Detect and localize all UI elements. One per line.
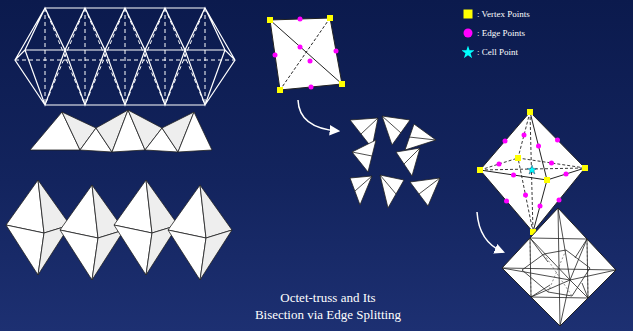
tetrahedra-row [30,110,212,152]
subdivided-octahedron [502,208,616,326]
edge-point [511,173,516,178]
face [114,225,152,275]
face [6,180,44,233]
piece [352,140,376,172]
piece-edge [419,178,440,194]
subdiv-outline [502,208,616,326]
tetra-outline [270,18,342,90]
edge-point [298,17,303,22]
octahedra-row [6,180,232,280]
octa-edges [480,112,585,232]
legend-text: : Cell Point [477,47,518,58]
face [92,230,124,280]
cell-point-swatch [462,46,474,58]
vertex-point-swatch [464,10,473,19]
vertex-points [267,15,345,93]
vertex-points [477,109,588,235]
face [168,185,206,238]
vertex-point [277,87,283,93]
piece-edge [361,118,378,134]
edge-points [497,133,569,209]
cell-point [527,165,537,174]
legend-item: : Edge Points [462,27,525,39]
vertex-point [582,165,588,171]
piece [405,124,436,150]
subdiv-hidden-edges [530,238,588,298]
piece-edge [409,137,436,140]
vertex-point [527,109,533,115]
piece [350,176,372,205]
face [200,185,232,238]
edge-point [523,193,528,198]
octahedron [477,109,588,235]
legend-item: : Vertex Points [462,8,530,20]
piece-edge [380,175,396,194]
piece [410,178,440,206]
legend-text: : Vertex Points [477,9,530,20]
face [178,112,212,152]
hidden-truss-members [15,8,235,105]
piece-edge [382,116,401,133]
vertex-point [339,81,345,87]
edge-point [538,204,543,209]
transform-arrow [298,100,338,131]
face [6,225,44,275]
edge-points [273,17,339,90]
edge-point [557,198,562,203]
legend-swatch-frame [462,8,474,20]
edge-point [522,133,527,138]
edge-point [308,59,313,64]
tetrahedron [267,15,345,93]
face [60,185,98,238]
legend-swatch-frame [462,27,474,39]
edge-point [309,85,314,90]
edge-point [555,138,560,143]
vertex-point [477,167,483,173]
edge-point [564,172,569,177]
caption: Octet-truss and Its Bisection via Edge S… [218,289,438,323]
legend-item: : Cell Point [462,46,518,58]
bisected-pieces [350,116,440,208]
truss-members [15,8,235,105]
face [114,180,152,233]
edge-point [298,45,303,50]
subdiv-edges [502,208,616,326]
piece-edge [355,176,372,191]
tetra-hidden-edge [280,18,330,90]
octa-hidden-edges [480,112,585,232]
piece-edge [352,152,372,156]
edge-point [549,161,554,166]
edge-point [504,199,509,204]
vertex-point [327,15,333,21]
edge-point [334,49,339,54]
piece [382,116,410,145]
transform-arrow [477,212,503,252]
face [60,230,98,280]
octa-outline [480,112,585,232]
piece [396,148,420,176]
legend-swatch-frame [462,46,474,58]
piece [380,175,404,208]
vertex-point [267,17,273,23]
edge-point [503,139,508,144]
octet-truss-wireframe [15,8,235,105]
piece-edge [404,148,420,164]
edge-point-swatch [464,29,473,38]
vertex-point [544,177,550,183]
edge-point [536,144,541,149]
edge-point [273,53,278,58]
face [200,230,232,280]
legend-text: : Edge Points [477,28,525,39]
face [168,230,206,280]
edge-point [497,162,502,167]
vertex-point [515,155,521,161]
